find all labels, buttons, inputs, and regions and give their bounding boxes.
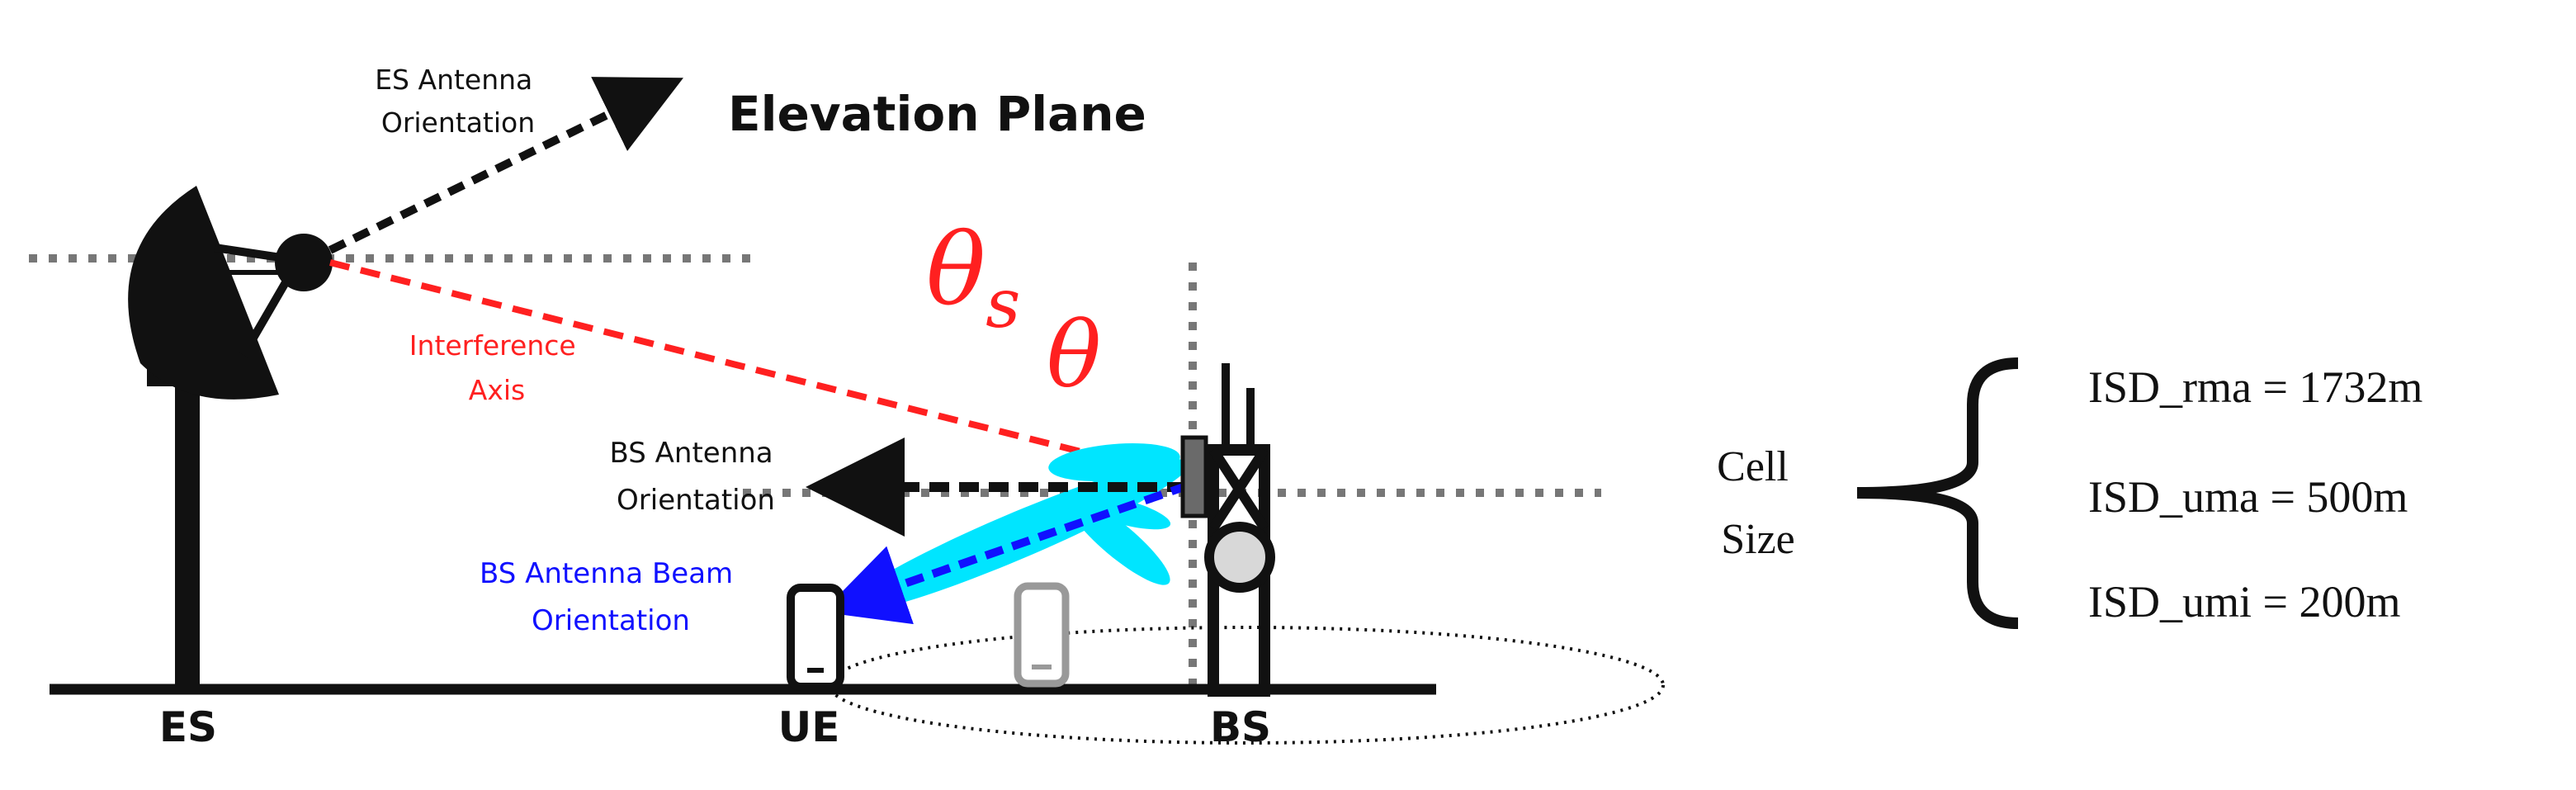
ue-phone-icon	[787, 584, 844, 691]
es-ground-label: ES	[159, 703, 217, 751]
bs-beam-orientation-arrow	[822, 481, 1190, 625]
diagram-title: Elevation Plane	[728, 86, 1146, 142]
interference-axis-label: Interference Axis	[409, 329, 584, 406]
ue-ground-label: UE	[778, 703, 840, 751]
bs-ground-label: BS	[1210, 703, 1271, 751]
isd-umi-item: ISD_umi = 200m	[2088, 577, 2400, 627]
es-antenna-orientation-arrow	[328, 77, 683, 254]
bs-beam-orientation-label: BS Antenna Beam Orientation	[480, 557, 742, 637]
es-antenna-orientation-label: ES Antenna Orientation	[375, 64, 541, 139]
es-dish-antenna-icon	[128, 186, 333, 692]
isd-uma-item: ISD_uma = 500m	[2088, 472, 2408, 522]
secondary-phone-icon	[1014, 582, 1070, 688]
cell-size-brace	[1856, 357, 2019, 629]
bs-antenna-orientation-label: BS Antenna Orientation	[610, 437, 782, 517]
isd-rma-item: ISD_rma = 1732m	[2088, 362, 2422, 412]
theta-symbol: θ	[1047, 302, 1101, 408]
bs-tower-icon	[1180, 363, 1275, 697]
interference-axis-line	[329, 259, 1189, 482]
theta-s-symbol: θs	[926, 213, 1020, 343]
cell-size-label: Cell Size	[1717, 443, 1799, 563]
cell-coverage-ellipse	[828, 626, 1665, 745]
